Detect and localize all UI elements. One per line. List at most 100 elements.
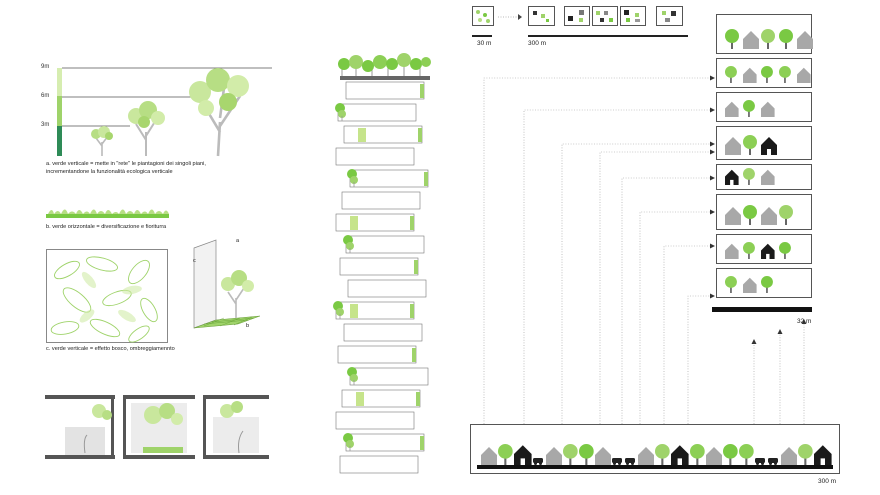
- house-icon: [595, 447, 611, 465]
- neighbourhood-panel-graphic: [725, 168, 775, 185]
- tree-icon: [743, 205, 757, 225]
- house-icon: [725, 101, 739, 117]
- street-section-panel: [470, 424, 840, 474]
- caption-a-line1: a. verde verticale = mette in "rete" le …: [46, 161, 206, 167]
- connector-line: [687, 295, 712, 424]
- tower-floor-planting: [333, 301, 344, 319]
- house-icon: [761, 243, 775, 259]
- tower-side-green: [410, 216, 414, 230]
- vertical-forest-tower: [333, 53, 431, 474]
- house-icon: [671, 445, 689, 465]
- tower-floor-slab: [341, 191, 421, 210]
- house-icon: [725, 207, 741, 225]
- scale-bar-32m: [712, 307, 812, 312]
- tower-floor-planting: [335, 103, 346, 121]
- house-icon: [725, 137, 741, 155]
- tower-side-green: [420, 436, 424, 450]
- tower-floors: [333, 81, 429, 474]
- leaf-pattern-panel: [46, 249, 168, 343]
- tower-floor-slab: [339, 257, 419, 276]
- neighbourhood-panel-graphic: [725, 29, 813, 49]
- tree-icon: [779, 242, 791, 259]
- tree-icon: [761, 29, 775, 49]
- car-icon: [625, 458, 635, 465]
- tower-side-green: [410, 304, 414, 318]
- district-thumbnail-2: [564, 6, 590, 26]
- car-icon: [755, 458, 765, 465]
- neighbourhood-panel-graphic: [725, 205, 793, 225]
- tower-floor-slab: [335, 301, 415, 320]
- house-icon: [743, 31, 759, 49]
- scale-label-32m: 32 m: [797, 318, 812, 325]
- neighbourhood-panel: [716, 234, 812, 264]
- tower-balcony-green: [350, 216, 358, 230]
- tower-floor-slab: [345, 81, 425, 100]
- height-tick-6m: 6m: [41, 93, 50, 99]
- height-scale-graphic: [57, 67, 272, 157]
- neighbourhood-panel: [716, 58, 812, 88]
- arrow-right-icon: [498, 14, 522, 20]
- balcony-section-3: [203, 395, 269, 459]
- connector-arrowhead: [710, 149, 715, 155]
- tower-side-green: [416, 392, 420, 406]
- tower-floor-planting: [343, 433, 354, 451]
- house-icon: [743, 277, 757, 293]
- car-icon: [612, 458, 622, 465]
- connector-arrowhead: [710, 141, 715, 147]
- height-tick-9m: 9m: [41, 64, 50, 70]
- caption-c: c. verde verticale = effetto bosco, ombr…: [46, 346, 175, 352]
- tree-icon: [498, 444, 513, 465]
- house-icon: [638, 447, 654, 465]
- tower-side-green: [424, 172, 428, 186]
- scale-bar-30m: [472, 35, 492, 37]
- tree-icon: [779, 205, 793, 225]
- caption-b: b. verde orizzontale = diversificazione …: [46, 224, 167, 230]
- neighbourhood-panel: [716, 194, 812, 230]
- car-icon: [533, 458, 543, 465]
- district-thumbnail-3: [592, 6, 618, 26]
- tower-floor-slab: [349, 367, 429, 386]
- balcony-sections: [45, 395, 269, 459]
- house-icon: [706, 447, 722, 465]
- connector-arrowhead: [710, 209, 715, 215]
- corner-planting-diagram: [193, 239, 261, 329]
- connector-arrowhead: [710, 175, 715, 181]
- balcony-section-1: [45, 395, 115, 459]
- house-icon: [797, 67, 811, 83]
- caption-a-line2: incrementandone la funzionalità ecologic…: [46, 168, 173, 175]
- connector-line: [561, 143, 712, 424]
- tree-icon: [579, 444, 594, 465]
- neighbourhood-panel: [716, 92, 812, 122]
- tree-icon: [761, 66, 773, 83]
- neighbourhood-panel: [716, 268, 812, 298]
- connector-line: [599, 151, 712, 424]
- tower-floor-slab: [339, 455, 419, 474]
- tower-balcony-green: [356, 392, 364, 406]
- district-thumbnail-5: [656, 6, 683, 26]
- neighbourhood-panel-graphic: [725, 66, 811, 83]
- tower-roof-canopy: [338, 53, 431, 80]
- tower-side-green: [414, 260, 418, 274]
- connector-line: [523, 109, 712, 424]
- tower-balcony-green: [350, 304, 358, 318]
- house-icon: [546, 447, 562, 465]
- house-icon: [781, 447, 797, 465]
- house-icon: [725, 169, 739, 185]
- tower-floor-slab: [337, 103, 417, 122]
- house-icon: [797, 31, 813, 49]
- neighbourhood-panel: [716, 126, 812, 160]
- tree-icon: [563, 444, 578, 465]
- tree-icon: [779, 66, 791, 83]
- neighbourhood-panel-graphic: [725, 135, 777, 155]
- scale-label-30m: 30 m: [477, 40, 492, 47]
- house-icon: [481, 447, 497, 465]
- tree-icon: [723, 444, 738, 465]
- connector-line: [621, 177, 712, 424]
- connector-arrowhead: [710, 293, 715, 299]
- connector-arrowhead: [710, 243, 715, 249]
- tower-floor-slab: [335, 147, 415, 166]
- connector-line: [483, 77, 712, 424]
- street-section-graphic: [477, 444, 833, 469]
- house-icon: [761, 101, 775, 117]
- tower-side-green: [420, 84, 424, 98]
